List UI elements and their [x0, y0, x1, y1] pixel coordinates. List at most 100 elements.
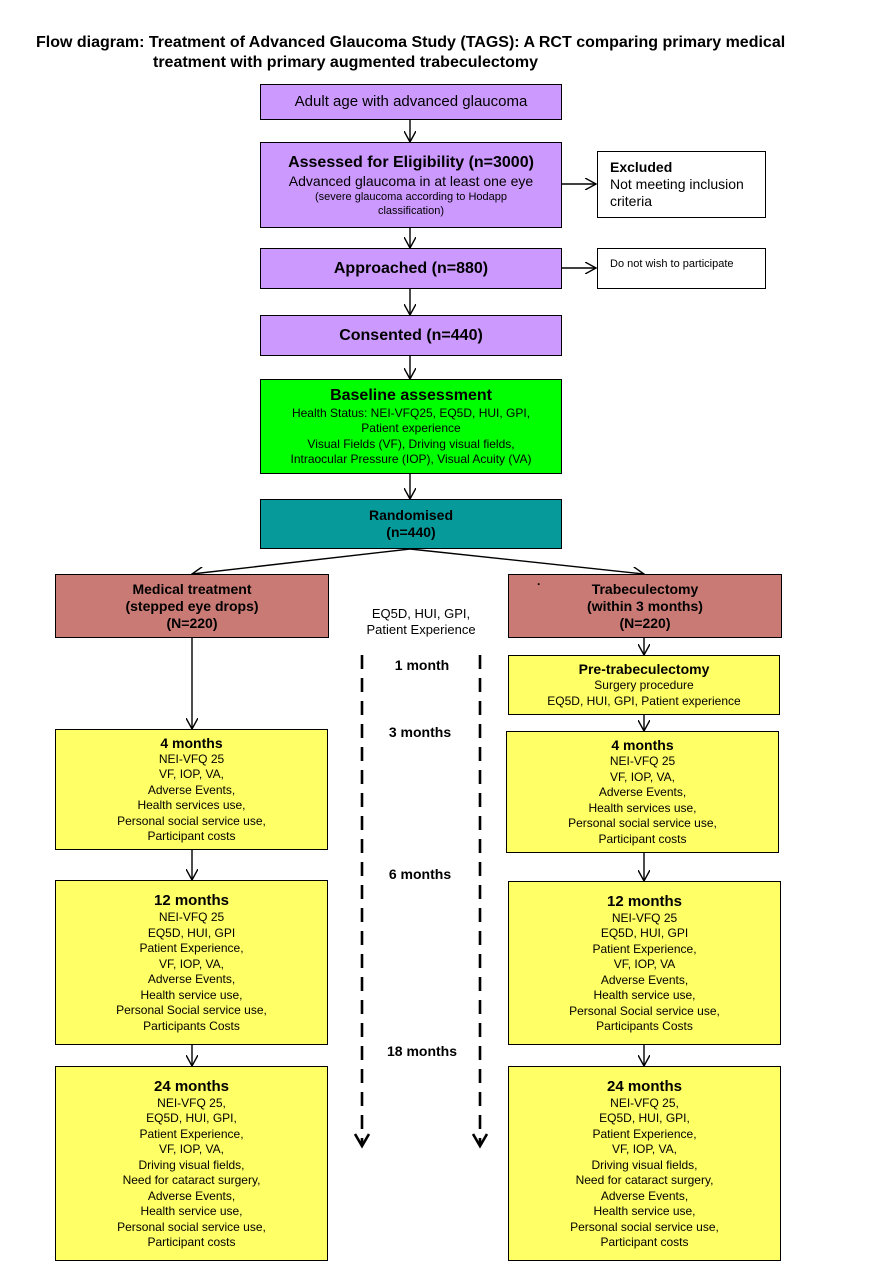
right12-heading: 12 months — [606, 892, 682, 910]
excluded-heading: Excluded — [610, 159, 673, 175]
eligibility-line-1: Advanced glaucoma in at least one eye — [288, 172, 534, 189]
left24-line-4: VF, IOP, VA, — [159, 1142, 224, 1156]
trab-dot: . — [537, 574, 541, 588]
right4-line-4: Health services use, — [588, 800, 697, 815]
left24-line-9: Personal social service use, — [117, 1219, 266, 1234]
trab-line-1: Trabeculectomy — [591, 580, 699, 597]
trab-24-months-box: 24 months NEI-VFQ 25, EQ5D, HUI, GPI, Pa… — [508, 1066, 781, 1261]
right24-line-10: Participant costs — [600, 1235, 689, 1249]
left24-line-5: Driving visual fields, — [138, 1157, 245, 1172]
right4-line-1: NEI-VFQ 25 — [609, 754, 676, 768]
timeline-arrowhead-left — [353, 1133, 371, 1149]
baseline-box: Baseline assessment Health Status: NEI-V… — [260, 379, 562, 474]
excluded-box: Excluded Not meeting inclusion criteria — [597, 151, 766, 218]
right12-line-5: Adverse Events, — [600, 972, 689, 987]
left12-line-2: EQ5D, HUI, GPI — [147, 925, 236, 940]
right4-line-6: Participant costs — [598, 831, 687, 846]
right12-line-7: Personal Social service use, — [569, 1003, 720, 1018]
right24-line-1: NEI-VFQ 25, — [610, 1095, 679, 1110]
left12-line-6: Health service use, — [140, 987, 243, 1002]
left12-line-8: Participants Costs — [143, 1018, 240, 1033]
baseline-line-2: Patient experience — [361, 421, 461, 435]
medical-treatment-box: Medical treatment (stepped eye drops) (N… — [55, 574, 329, 638]
declined-box: Do not wish to participate — [597, 248, 766, 289]
right12-line-8: Participants Costs — [596, 1019, 693, 1033]
consented-box: Consented (n=440) — [260, 315, 562, 356]
left24-line-6: Need for cataract surgery, — [122, 1173, 261, 1187]
randomised-line-1: Randomised — [368, 507, 453, 523]
baseline-line-4: Intraocular Pressure (IOP), Visual Acuit… — [290, 452, 532, 466]
left12-heading: 12 months — [153, 892, 229, 909]
left12-line-5: Adverse Events, — [147, 972, 236, 986]
medical-line-3: (N=220) — [166, 614, 218, 631]
medical-line-1: Medical treatment — [132, 580, 252, 597]
trab-line-2: (within 3 months) — [587, 597, 703, 614]
right12-line-6: Health service use, — [593, 988, 696, 1002]
left4-line-1: NEI-VFQ 25 — [158, 751, 225, 766]
trab-4-months-box: 4 months NEI-VFQ 25 VF, IOP, VA, Adverse… — [506, 731, 779, 853]
medical-24-months-box: 24 months NEI-VFQ 25, EQ5D, HUI, GPI, Pa… — [55, 1066, 328, 1261]
left4-line-6: Participant costs — [147, 829, 236, 843]
diagram-title: Flow diagram: Treatment of Advanced Glau… — [36, 33, 856, 73]
timeline-arrowhead-right — [471, 1133, 489, 1149]
left12-line-1: NEI-VFQ 25 — [158, 910, 225, 924]
right4-heading: 4 months — [611, 737, 674, 753]
right4-line-5: Personal social service use, — [568, 816, 717, 830]
pretrab-heading: Pre-trabeculectomy — [578, 661, 710, 677]
baseline-line-1: Health Status: NEI-VFQ25, EQ5D, HUI, GPI… — [291, 405, 531, 420]
right24-line-2: EQ5D, HUI, GPI, — [599, 1111, 690, 1125]
right24-line-8: Health service use, — [593, 1204, 696, 1218]
pretrab-line-1: Surgery procedure — [594, 678, 694, 692]
right12-line-2: EQ5D, HUI, GPI — [600, 926, 689, 940]
trab-12-months-box: 12 months NEI-VFQ 25 EQ5D, HUI, GPI Pati… — [508, 881, 781, 1045]
adult-label: Adult age with advanced glaucoma — [294, 93, 528, 110]
left4-line-3: Adverse Events, — [147, 782, 236, 797]
trab-line-3: (N=220) — [619, 614, 671, 631]
randomised-line-2: (n=440) — [386, 524, 436, 540]
eligibility-line-2: (severe glaucoma according to Hodapp — [314, 190, 507, 203]
title-line-2: treatment with primary augmented trabecu… — [153, 54, 538, 71]
left12-line-4: VF, IOP, VA, — [159, 956, 224, 971]
medical-12-months-box: 12 months NEI-VFQ 25 EQ5D, HUI, GPI Pati… — [55, 880, 328, 1045]
left12-line-3: Patient Experience, — [139, 941, 244, 955]
timeline-measures-line-1: EQ5D, HUI, GPI, — [371, 606, 471, 621]
right4-line-2: VF, IOP, VA, — [610, 769, 675, 784]
excluded-line-2: criteria — [610, 193, 653, 209]
approached-label: Approached (n=880) — [333, 259, 489, 277]
left12-line-7: Personal Social service use, — [116, 1003, 267, 1017]
trabeculectomy-box: . Trabeculectomy (within 3 months) (N=22… — [508, 574, 782, 638]
medical-line-2: (stepped eye drops) — [125, 597, 259, 614]
randomised-box: Randomised (n=440) — [260, 499, 562, 549]
timeline-3-months: 3 months — [388, 724, 452, 740]
arrow-randomised-to-medical — [192, 548, 411, 574]
title-line-1: Flow diagram: Treatment of Advanced Glau… — [36, 34, 786, 51]
excluded-line-1: Not meeting inclusion — [610, 176, 744, 192]
right24-line-9: Personal social service use, — [570, 1219, 719, 1234]
eligibility-box: Assessed for Eligibility (n=3000) Advanc… — [260, 142, 562, 228]
left4-line-4: Health services use, — [137, 798, 246, 812]
right4-line-3: Adverse Events, — [598, 785, 687, 799]
left24-line-3: Patient Experience, — [139, 1126, 244, 1141]
right12-line-1: NEI-VFQ 25 — [611, 910, 678, 925]
baseline-heading: Baseline assessment — [330, 386, 492, 404]
left24-line-8: Health service use, — [140, 1204, 243, 1218]
pre-trabeculectomy-box: Pre-trabeculectomy Surgery procedure EQ5… — [508, 655, 780, 715]
eligibility-heading: Assessed for Eligibility (n=3000) — [288, 153, 534, 171]
timeline-18-months: 18 months — [386, 1043, 457, 1059]
timeline-1-month: 1 month — [394, 657, 450, 673]
right12-line-3: Patient Experience, — [592, 941, 697, 956]
consented-label: Consented (n=440) — [339, 326, 483, 344]
left24-line-7: Adverse Events, — [147, 1188, 236, 1203]
declined-label: Do not wish to participate — [610, 258, 734, 270]
right24-line-4: VF, IOP, VA, — [612, 1142, 677, 1156]
adult-box: Adult age with advanced glaucoma — [260, 84, 562, 120]
right12-line-4: VF, IOP, VA — [613, 957, 676, 971]
left4-heading: 4 months — [160, 734, 223, 751]
right24-line-5: Driving visual fields, — [591, 1157, 698, 1172]
right24-heading: 24 months — [606, 1077, 682, 1095]
baseline-line-3: Visual Fields (VF), Driving visual field… — [307, 436, 515, 451]
pretrab-line-2: EQ5D, HUI, GPI, Patient experience — [547, 693, 741, 708]
right24-line-6: Need for cataract surgery, — [575, 1173, 714, 1187]
right24-line-3: Patient Experience, — [592, 1126, 697, 1141]
